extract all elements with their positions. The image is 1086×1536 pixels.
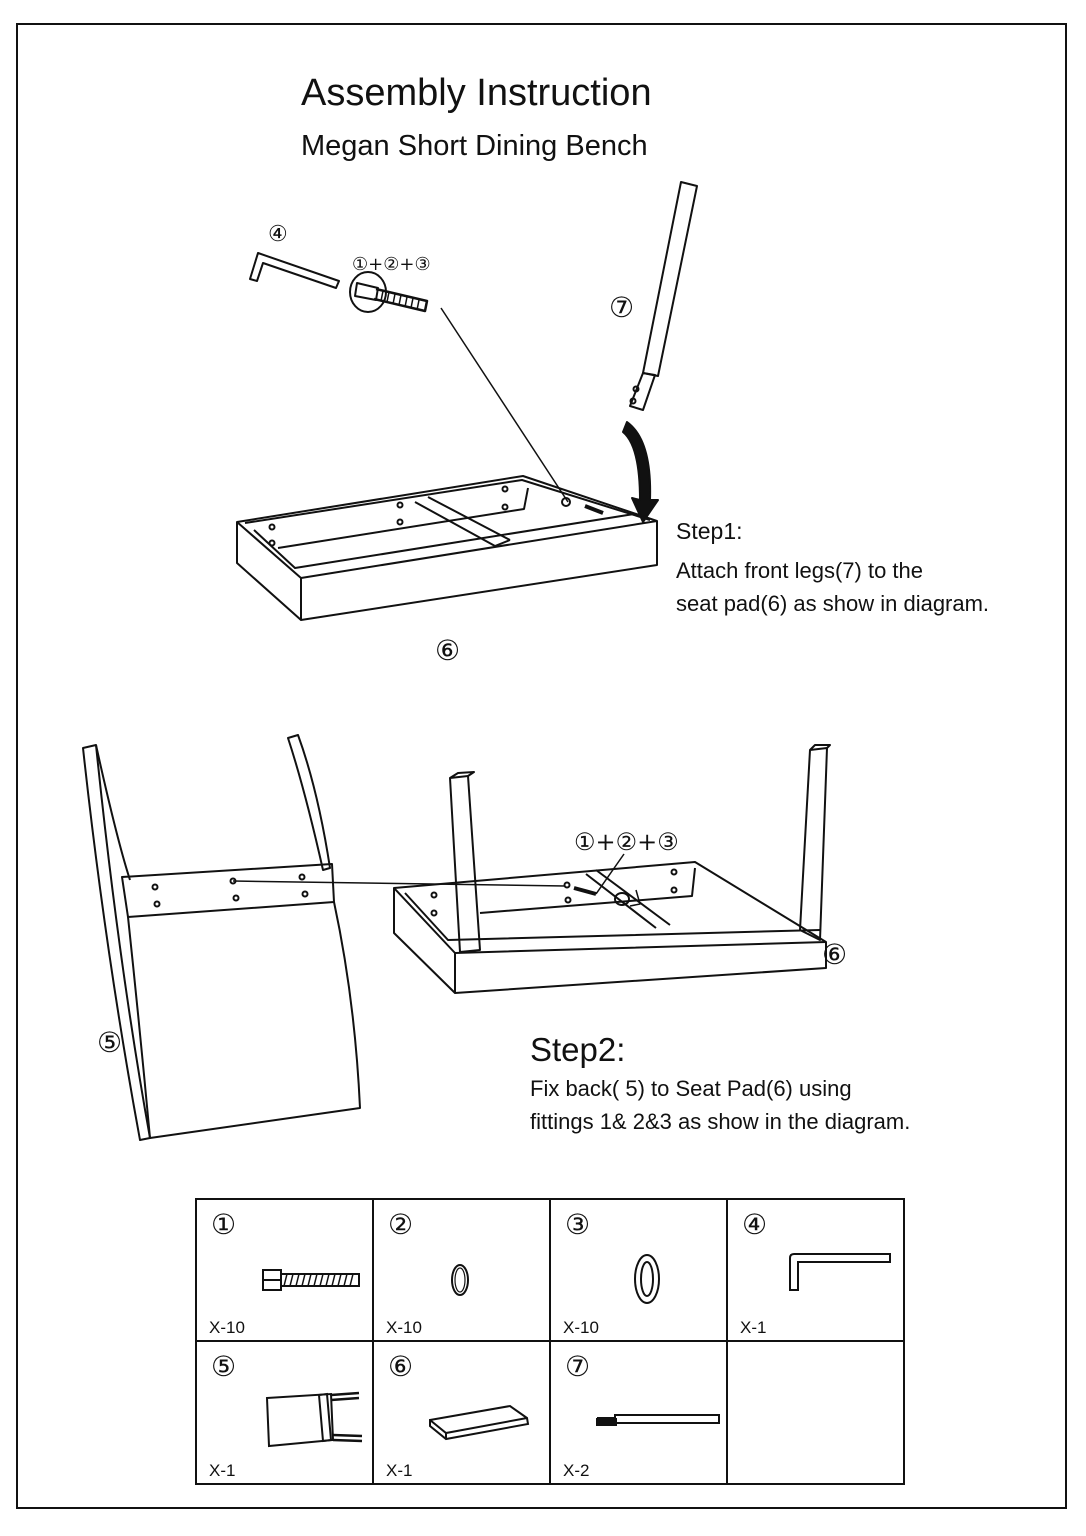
callout-fitting-1: ① — [574, 828, 596, 856]
parts-list-table: ① X-10 ② X-10 ③ X-10 ④ — [195, 1198, 905, 1485]
step2-line-1: Fix back( 5) to Seat Pad(6) using — [530, 1076, 852, 1101]
part-cell-flat-washer: ③ X-10 — [549, 1198, 728, 1342]
spring-washer-icon — [451, 1264, 469, 1296]
step1-line-1: Attach front legs(7) to the — [676, 558, 924, 583]
part-quantity: X-1 — [740, 1318, 767, 1337]
callout-fitting-3: ③ — [414, 254, 431, 275]
seat-frame-illustration — [236, 475, 658, 621]
front-leg-icon — [596, 1414, 720, 1426]
part-number: ⑥ — [388, 1350, 414, 1383]
callout-fitting-2: ② — [615, 828, 638, 856]
part-cell-spring-washer: ② X-10 — [372, 1198, 551, 1342]
flat-washer-icon — [634, 1254, 660, 1304]
part-number: ④ — [742, 1208, 768, 1241]
insert-arrow — [622, 421, 659, 523]
part-number: ⑤ — [211, 1350, 237, 1383]
callout-fitting-3: ③ — [657, 828, 679, 856]
part-number: ⑦ — [565, 1350, 591, 1383]
document-title: Assembly Instruction — [301, 72, 652, 114]
bolt-icon — [262, 1269, 360, 1291]
step2-instructions: Fix back( 5) to Seat Pad(6) using fittin… — [530, 1072, 910, 1138]
callout-fitting-1: ① — [352, 254, 369, 275]
callout-plus: + — [595, 828, 616, 856]
bolt-illustration — [349, 271, 569, 503]
parts-row: ⑤ X-1 ⑥ X-1 ⑦ X-2 — [195, 1340, 905, 1485]
part-quantity: X-10 — [386, 1318, 422, 1337]
callout-front-leg: ⑦ — [609, 291, 635, 324]
callout-plus: + — [399, 254, 415, 275]
callout-fitting-2: ② — [383, 254, 400, 275]
step1-instructions: Attach front legs(7) to the seat pad(6) … — [676, 554, 989, 620]
part-quantity: X-1 — [386, 1461, 413, 1480]
part-quantity: X-2 — [563, 1461, 590, 1480]
page-border — [16, 23, 1067, 1509]
callout-seat-pad-step2: ⑥ — [822, 938, 848, 971]
seat-pad-icon — [429, 1404, 530, 1441]
callout-plus: + — [368, 254, 384, 275]
callout-plus: + — [637, 828, 658, 856]
part-cell-allen-key: ④ X-1 — [726, 1198, 905, 1342]
part-cell-bolt: ① X-10 — [195, 1198, 374, 1342]
part-quantity: X-10 — [563, 1318, 599, 1337]
step1-heading: Step1: — [676, 518, 743, 544]
front-leg-illustration — [629, 181, 698, 411]
callout-fittings-step2: ①+②+③ — [574, 830, 679, 854]
part-cell-seat-pad: ⑥ X-1 — [372, 1340, 551, 1485]
callout-fittings-step1: ①+②+③ — [352, 253, 431, 277]
callout-seat-pad-step1: ⑥ — [435, 634, 461, 667]
allen-key-icon — [789, 1253, 891, 1291]
back-illustration — [82, 734, 566, 1141]
step1-line-2: seat pad(6) as show in diagram. — [676, 591, 990, 616]
part-number: ① — [211, 1208, 237, 1241]
document-subtitle: Megan Short Dining Bench — [301, 130, 648, 162]
part-quantity: X-1 — [209, 1461, 236, 1480]
part-cell-empty — [726, 1340, 905, 1485]
part-number: ③ — [565, 1208, 591, 1241]
part-cell-back: ⑤ X-1 — [195, 1340, 374, 1485]
part-quantity: X-10 — [209, 1318, 245, 1337]
step2-line-2: fittings 1& 2&3 as show in the diagram. — [530, 1109, 911, 1134]
back-icon — [265, 1391, 363, 1448]
part-cell-front-leg: ⑦ X-2 — [549, 1340, 728, 1485]
callout-back: ⑤ — [97, 1026, 123, 1059]
callout-allen-key: ④ — [268, 222, 288, 247]
allen-key-illustration — [249, 252, 340, 289]
step2-heading: Step2: — [530, 1031, 626, 1068]
parts-row: ① X-10 ② X-10 ③ X-10 ④ — [195, 1198, 905, 1342]
part-number: ② — [388, 1208, 414, 1241]
bench-frame-illustration — [393, 744, 831, 994]
